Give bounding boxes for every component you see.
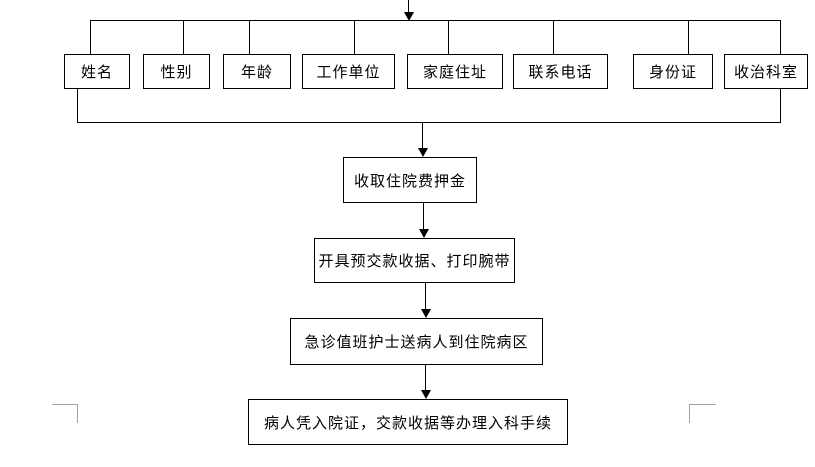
step-label: 开具预交款收据、打印腕带 <box>318 252 511 270</box>
page-margin-mark-bottom-left <box>77 404 78 423</box>
step-label: 收取住院费押金 <box>353 171 466 190</box>
field-label: 收治科室 <box>733 63 798 81</box>
connector-line <box>183 20 184 54</box>
field-label: 联系电话 <box>528 63 593 81</box>
connector-line <box>780 89 781 122</box>
step-label: 病人凭入院证，交款收据等办理入科手续 <box>263 413 552 432</box>
field-box-home-address: 家庭住址 <box>407 54 503 89</box>
connector-line <box>354 20 355 54</box>
connector-line <box>780 20 781 54</box>
connector-line <box>90 20 91 54</box>
top-bus-line <box>90 20 781 21</box>
field-label: 年龄 <box>240 63 273 81</box>
connector-line <box>425 283 426 309</box>
step-label: 急诊值班护士送病人到住院病区 <box>304 333 529 351</box>
connector-line <box>448 20 449 54</box>
arrow-down-icon <box>418 148 428 157</box>
connector-line <box>408 0 409 13</box>
flow-box-admission-procedures: 病人凭入院证，交款收据等办理入科手续 <box>248 399 568 445</box>
arrow-down-icon <box>421 390 431 399</box>
page-margin-mark-bottom-right <box>689 404 690 423</box>
arrow-down-icon <box>404 12 414 21</box>
connector-line <box>423 203 424 230</box>
field-box-work-unit: 工作单位 <box>302 54 395 89</box>
connector-line <box>688 20 689 54</box>
connector-line <box>422 122 423 150</box>
connector-line <box>553 20 554 54</box>
flow-box-collect-deposit: 收取住院费押金 <box>343 157 477 203</box>
field-label: 姓名 <box>80 63 113 81</box>
connector-line <box>425 365 426 390</box>
field-box-name: 姓名 <box>64 54 130 89</box>
page-margin-mark-bottom-right <box>689 404 716 405</box>
connector-line <box>77 89 78 122</box>
collector-line <box>77 122 781 123</box>
arrow-down-icon <box>421 309 431 318</box>
field-box-gender: 性别 <box>143 54 210 89</box>
field-box-phone: 联系电话 <box>513 54 608 89</box>
field-label: 身份证 <box>648 63 697 81</box>
connector-line <box>249 20 250 54</box>
flow-box-nurse-escort: 急诊值班护士送病人到住院病区 <box>290 318 543 365</box>
page-margin-mark-bottom-left <box>52 404 78 405</box>
field-box-id-card: 身份证 <box>633 54 713 89</box>
field-box-age: 年龄 <box>223 54 291 89</box>
field-box-department: 收治科室 <box>724 54 808 89</box>
field-label: 工作单位 <box>316 63 381 81</box>
field-label: 家庭住址 <box>422 63 487 81</box>
arrow-down-icon <box>419 229 429 238</box>
field-label: 性别 <box>160 63 193 81</box>
flow-box-issue-receipt-wristband: 开具预交款收据、打印腕带 <box>314 238 515 283</box>
